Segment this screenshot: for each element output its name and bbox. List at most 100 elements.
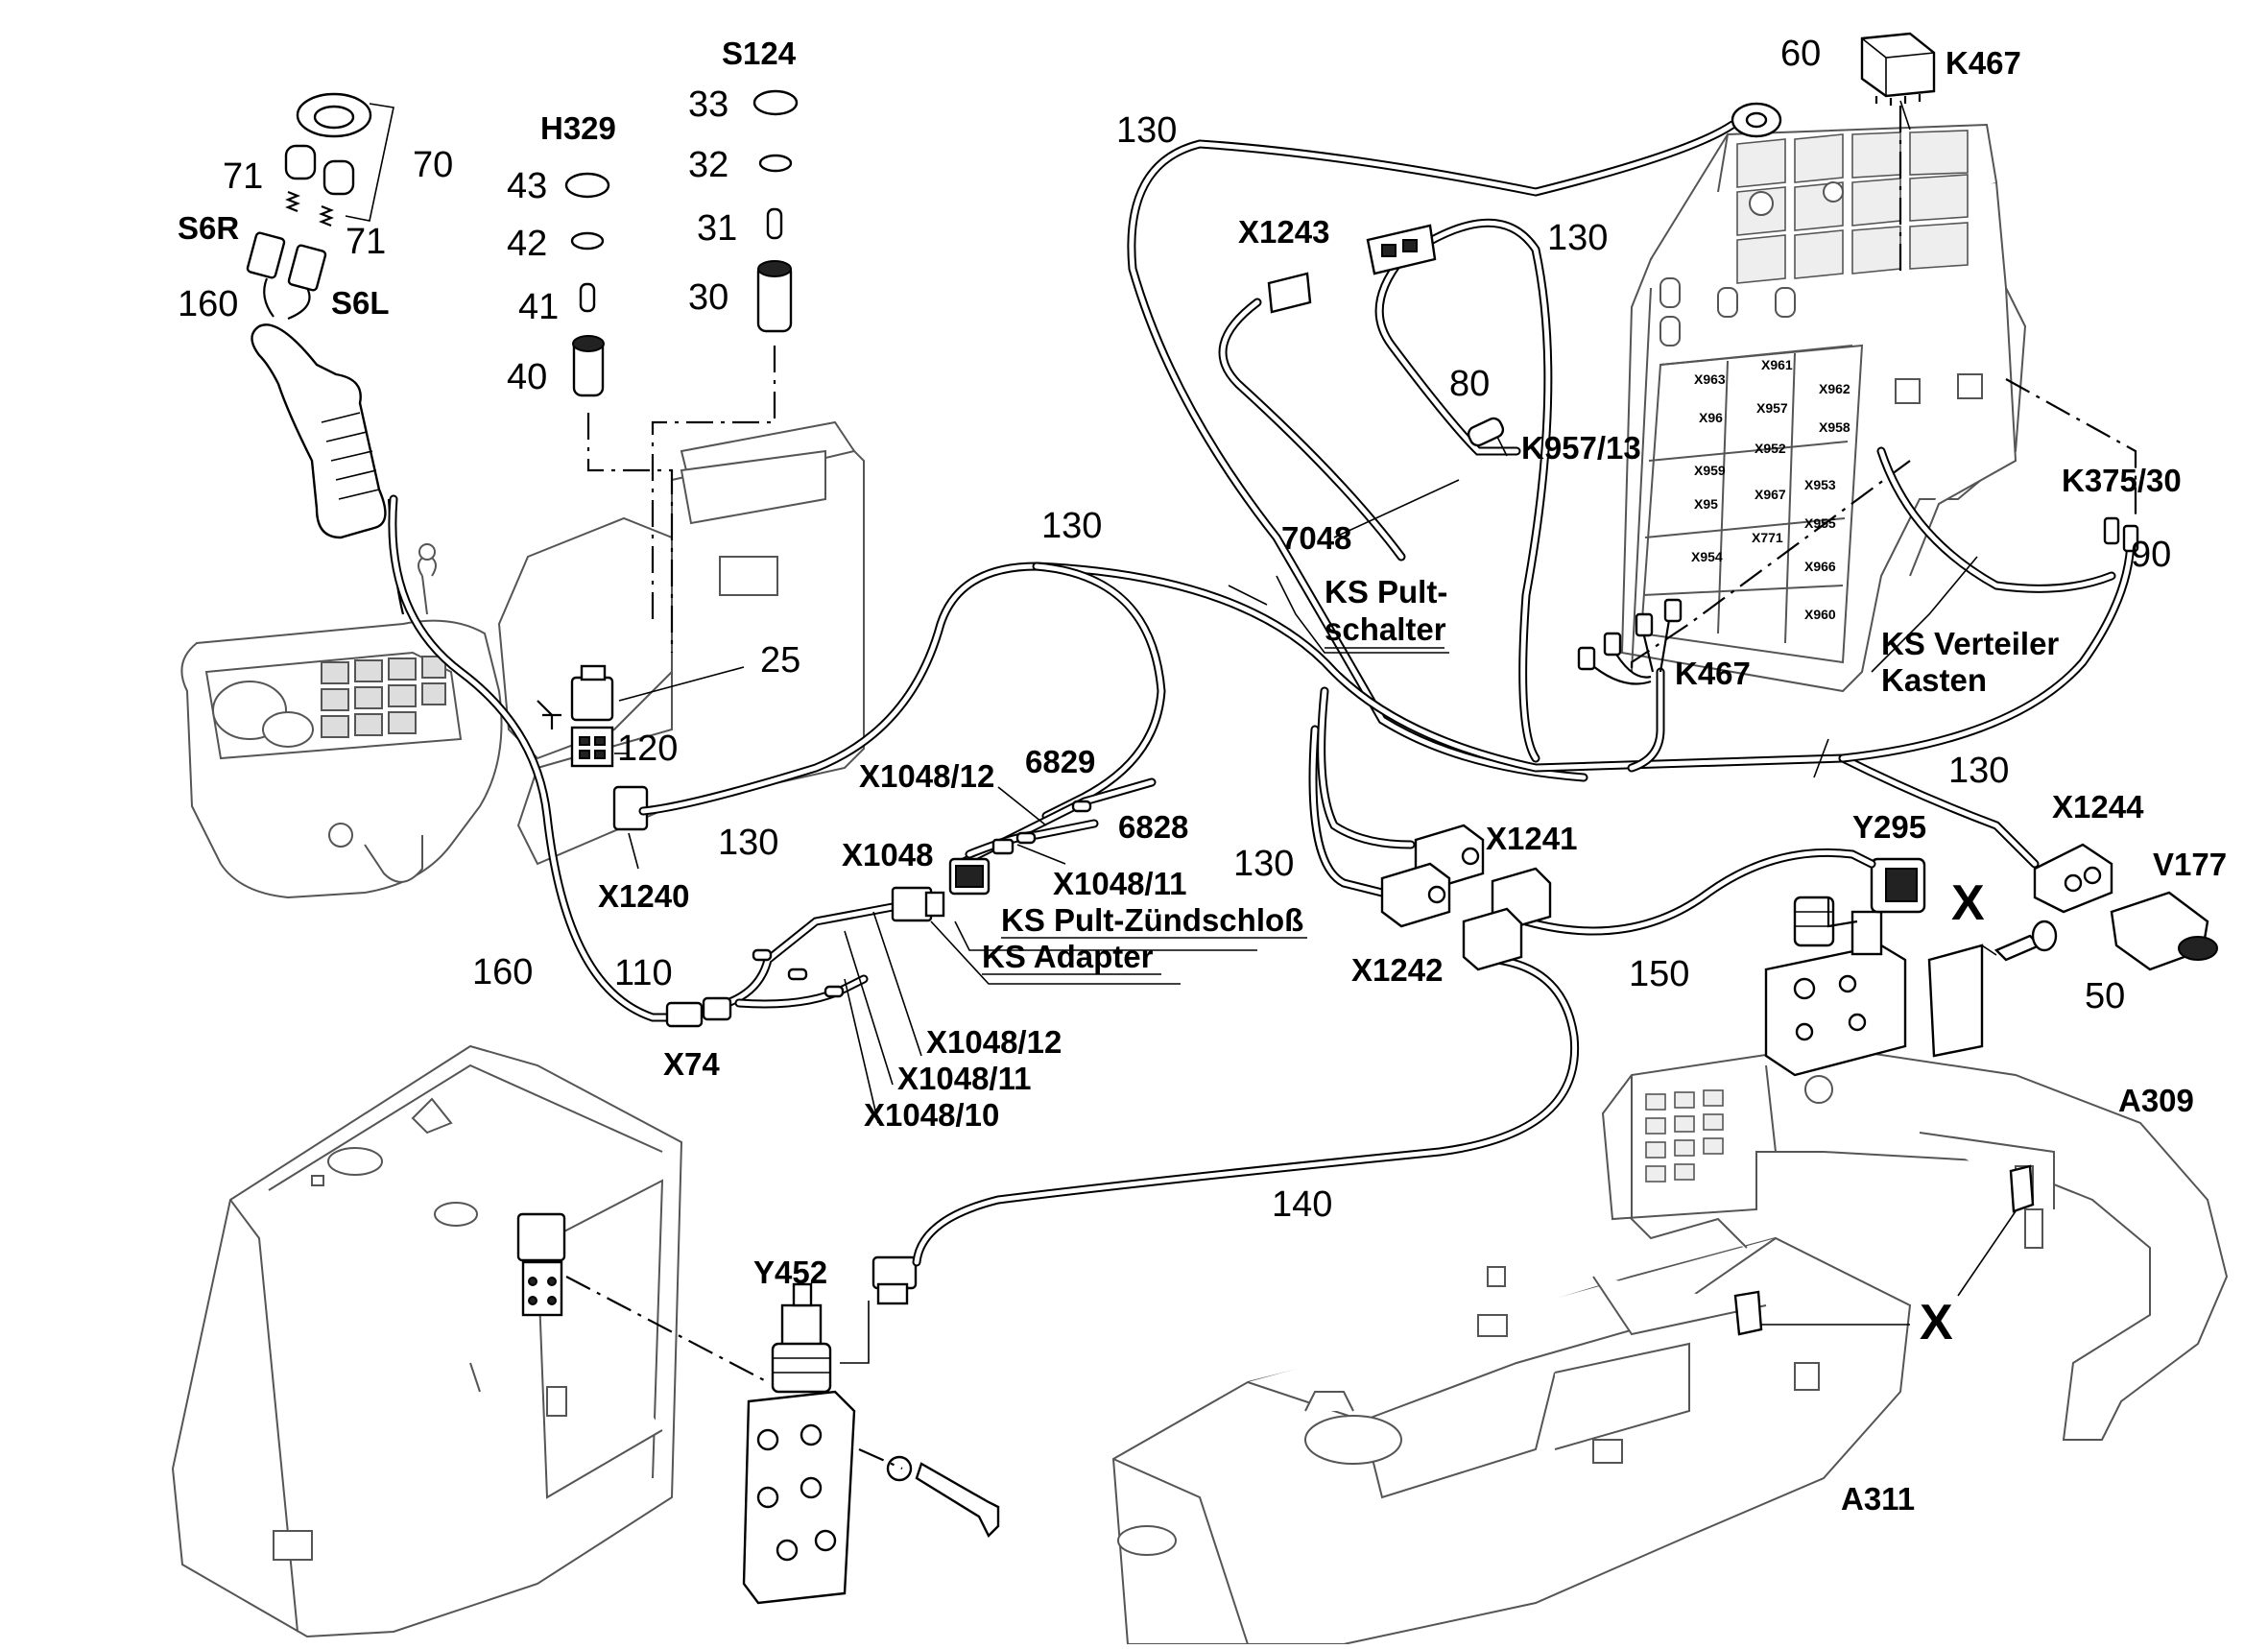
svg-text:X962: X962 xyxy=(1819,381,1850,396)
label-160-b: 160 xyxy=(472,952,533,992)
label-a311: A311 xyxy=(1841,1481,1915,1517)
label-140: 140 xyxy=(1272,1184,1332,1225)
tank-valve xyxy=(516,1212,566,1317)
svg-text:X771: X771 xyxy=(1752,530,1783,545)
label-s6l: S6L xyxy=(331,285,390,321)
relay-25 xyxy=(537,664,614,768)
connector-x1243 xyxy=(1267,224,1437,314)
label-42: 42 xyxy=(507,224,547,264)
svg-text:X95: X95 xyxy=(1694,496,1718,512)
svg-text:X961: X961 xyxy=(1761,357,1793,372)
label-30: 30 xyxy=(688,277,728,318)
relay-k467 xyxy=(1860,32,1936,106)
label-x-b: X xyxy=(1920,1295,1953,1350)
cable-harness xyxy=(388,102,2136,1267)
label-s6r: S6R xyxy=(178,210,239,246)
label-x1244: X1244 xyxy=(2052,789,2144,824)
svg-text:X966: X966 xyxy=(1804,559,1836,574)
svg-text:X952: X952 xyxy=(1755,441,1786,456)
fuse-box-slot-labels: X963 X961 X962 X96 X957 X958 X959 X952 X… xyxy=(1691,357,1850,622)
label-x-a: X xyxy=(1951,875,1985,931)
bolt-y295 xyxy=(1993,920,2058,962)
label-6829: 6829 xyxy=(1025,744,1095,779)
label-110: 110 xyxy=(614,953,673,993)
svg-text:X967: X967 xyxy=(1755,487,1786,502)
valve-y452 xyxy=(742,1282,856,1605)
label-32: 32 xyxy=(688,145,728,185)
label-ks-pultschalter-2: schalter xyxy=(1325,611,1446,647)
svg-text:X96: X96 xyxy=(1699,410,1723,425)
harness-110-splices xyxy=(752,800,1092,998)
label-x1241: X1241 xyxy=(1486,821,1577,856)
joystick xyxy=(251,323,405,615)
label-150: 150 xyxy=(1629,954,1689,994)
svg-text:X958: X958 xyxy=(1819,419,1850,435)
label-71-b: 71 xyxy=(346,222,386,262)
svg-text:X959: X959 xyxy=(1694,463,1726,478)
connector-x1048 xyxy=(891,838,1015,922)
label-k467-b: K467 xyxy=(1675,656,1751,691)
k467-leads xyxy=(1577,598,1683,685)
label-v177: V177 xyxy=(2153,847,2227,882)
label-130-b: 130 xyxy=(1547,218,1608,258)
hydraulic-tank xyxy=(171,1044,683,1638)
label-x1048-10: X1048/10 xyxy=(864,1097,999,1133)
svg-text:X963: X963 xyxy=(1694,371,1726,387)
label-50: 50 xyxy=(2085,976,2125,1016)
label-a309: A309 xyxy=(2118,1083,2194,1118)
label-h329: H329 xyxy=(540,110,616,146)
fuse-box xyxy=(1620,123,2027,693)
diode-v177 xyxy=(2110,891,2218,971)
label-7048: 7048 xyxy=(1281,520,1351,556)
label-ks-verteiler-2: Kasten xyxy=(1881,662,1987,698)
bracket-x-a311 xyxy=(1733,1290,1763,1336)
label-40: 40 xyxy=(507,357,547,397)
svg-text:X953: X953 xyxy=(1804,477,1836,492)
connector-y452 xyxy=(871,1255,918,1305)
label-160-a: 160 xyxy=(178,284,238,324)
label-33: 33 xyxy=(688,84,728,125)
svg-text:X957: X957 xyxy=(1756,400,1788,416)
connector-x1242 xyxy=(1380,862,1523,971)
label-ks-adapter: KS Adapter xyxy=(982,939,1154,974)
label-underlines xyxy=(982,647,1444,975)
label-x1048-11-b: X1048/11 xyxy=(897,1061,1031,1096)
label-41: 41 xyxy=(518,287,559,327)
label-80: 80 xyxy=(1449,364,1490,404)
label-130-f: 130 xyxy=(1233,844,1294,884)
label-k375-30: K375/30 xyxy=(2062,463,2182,498)
label-x1048: X1048 xyxy=(842,837,933,872)
label-x1240: X1240 xyxy=(598,878,689,914)
bracket-y295 xyxy=(1927,944,1997,1058)
label-s124: S124 xyxy=(722,36,797,71)
frame-a311 xyxy=(1111,1208,1912,1645)
label-ks-pult-zuendschloss: KS Pult-Zündschloß xyxy=(1001,902,1303,938)
svg-text:X955: X955 xyxy=(1804,515,1836,531)
label-ks-pultschalter-1: KS Pult- xyxy=(1325,574,1447,609)
bolt-y452 xyxy=(886,1455,1000,1539)
label-y295: Y295 xyxy=(1852,809,1926,845)
svg-text:X960: X960 xyxy=(1804,607,1836,622)
label-60: 60 xyxy=(1780,34,1821,74)
label-k467-a: K467 xyxy=(1946,45,2021,81)
label-71-a: 71 xyxy=(223,156,263,197)
label-x1243: X1243 xyxy=(1238,214,1329,250)
label-130-d: 130 xyxy=(1041,506,1102,546)
joystick-switch-parts xyxy=(246,92,394,321)
label-x1048-11-a: X1048/11 xyxy=(1053,866,1186,901)
label-90: 90 xyxy=(2131,535,2171,575)
label-43: 43 xyxy=(507,166,547,206)
label-6828: 6828 xyxy=(1118,809,1188,845)
label-70: 70 xyxy=(413,145,453,185)
callout-labels: 70 71 71 S6R 160 S6L H329 43 42 41 40 S1… xyxy=(178,34,2227,1517)
label-k957-13: K957/13 xyxy=(1521,430,1641,466)
valve-y295 xyxy=(1764,896,1907,1077)
label-130-a: 130 xyxy=(1116,110,1177,151)
label-x1048-12-a: X1048/12 xyxy=(859,758,994,794)
label-ks-verteiler-1: KS Verteiler xyxy=(1881,626,2059,661)
label-25: 25 xyxy=(760,640,800,681)
connector-x74 xyxy=(665,996,732,1028)
label-x1048-12-b: X1048/12 xyxy=(926,1024,1062,1060)
connector-x1244 xyxy=(2033,843,2113,914)
